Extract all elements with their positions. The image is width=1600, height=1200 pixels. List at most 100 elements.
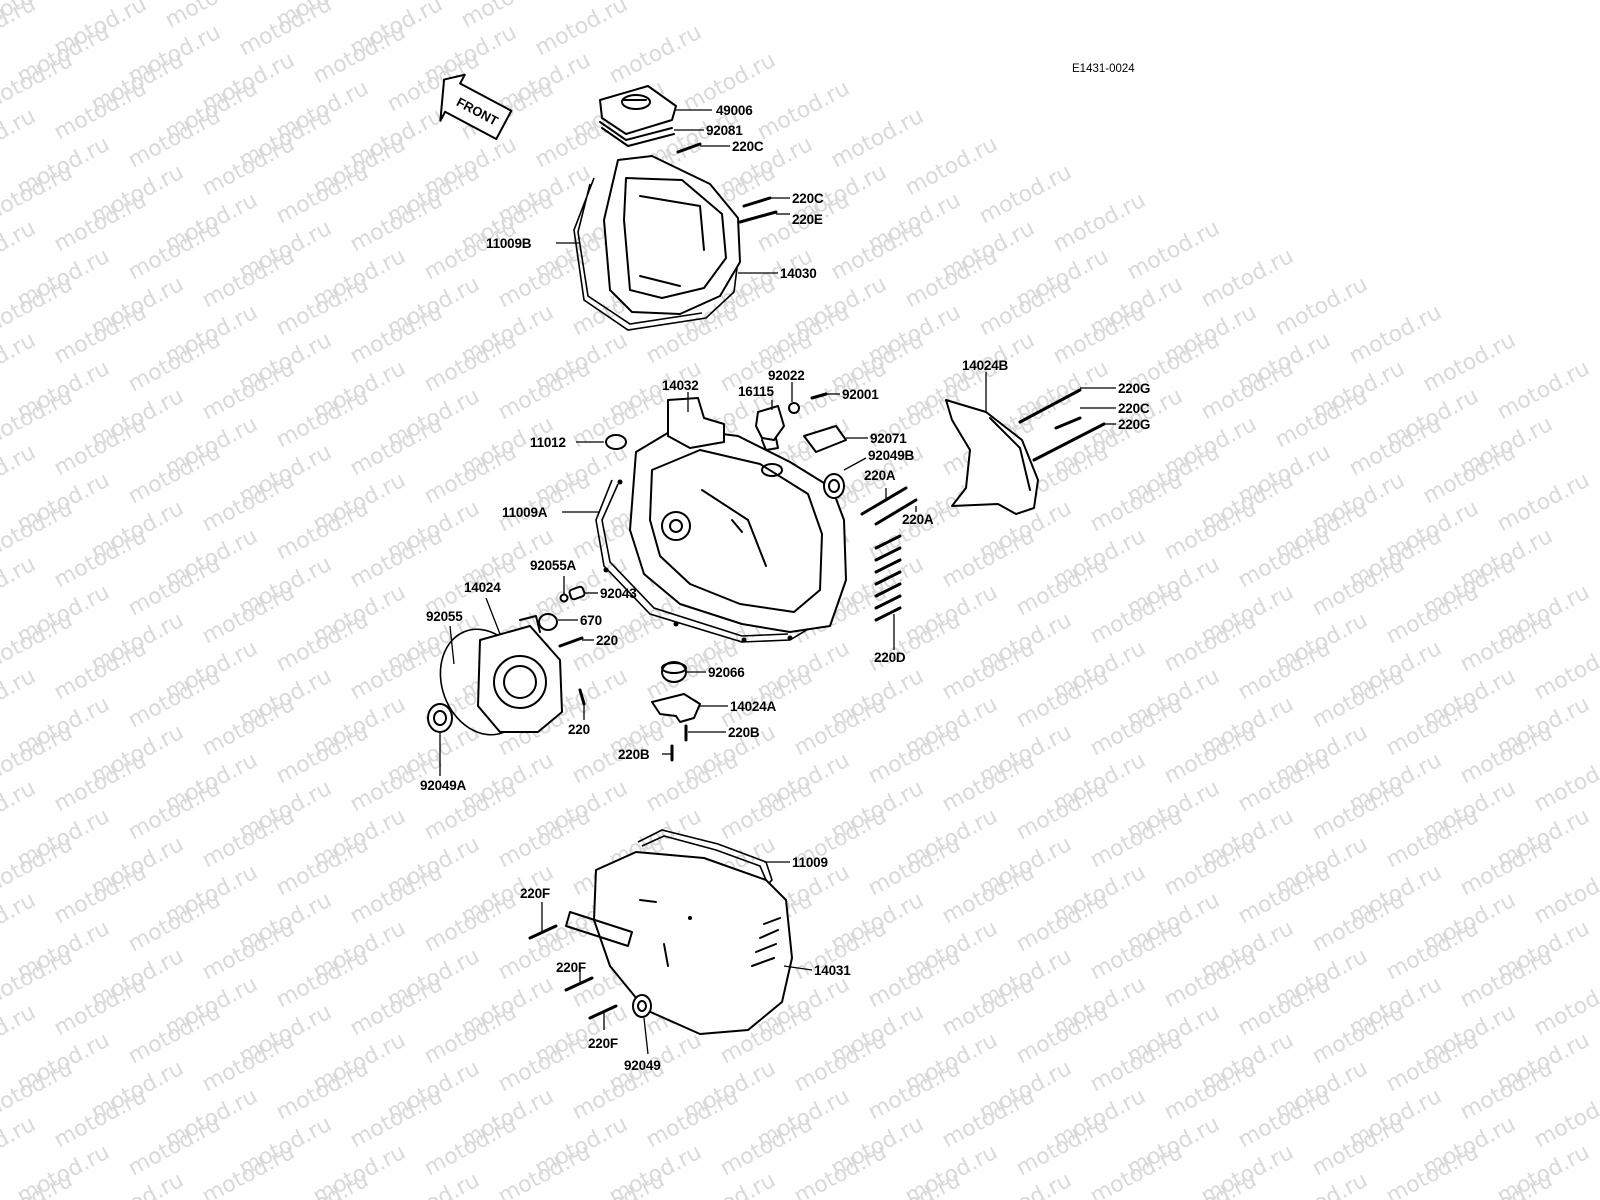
watermark-text: motod.ru (1530, 972, 1600, 1041)
callout-220C-b: 220C (792, 191, 824, 206)
callout-92049A: 92049A (420, 778, 467, 793)
callout-220F-a: 220F (520, 886, 550, 901)
bolt-220-a (558, 636, 584, 648)
watermark-text: motod.ru (790, 1140, 891, 1200)
watermark-text: motod.ru (0, 328, 40, 397)
callout-92049: 92049 (624, 1058, 661, 1073)
cover-14024 (477, 615, 563, 733)
seal-92022 (788, 402, 800, 414)
guard-14032 (667, 397, 725, 449)
callout-14032: 14032 (662, 378, 699, 393)
cover-14031 (565, 851, 793, 1035)
watermark-text: motod.ru (0, 0, 40, 61)
callout-11009A: 11009A (502, 505, 548, 520)
callout-92055: 92055 (426, 609, 463, 624)
watermark-text: motod.ru (0, 440, 40, 509)
seal-92049B (823, 473, 845, 499)
callout-220C-r: 220C (1118, 401, 1150, 416)
bolt-220F-a (528, 924, 558, 940)
cover-14030 (603, 155, 741, 315)
callout-11009: 11009 (792, 855, 828, 870)
collar-92043 (568, 585, 586, 601)
bolts-220D (874, 534, 902, 622)
bolt-220F-b (564, 976, 594, 992)
watermark-text: motod.ru (1530, 1084, 1600, 1153)
callout-14030: 14030 (780, 266, 817, 281)
bolt-220E (738, 210, 778, 224)
bolt-220-b (578, 688, 586, 706)
watermark-text: motod.ru (0, 776, 40, 845)
bracket-14024A (651, 693, 701, 723)
callout-220F-b: 220F (556, 960, 586, 975)
watermark-text: motod.ru (0, 1112, 40, 1181)
watermark-text: motod.ru (0, 216, 40, 285)
callout-220-b: 220 (568, 722, 590, 737)
seal-92081 (599, 121, 675, 147)
front-arrow-icon: FRONT (439, 73, 513, 141)
callout-14024A: 14024A (730, 699, 777, 714)
callout-49006: 49006 (716, 103, 753, 118)
callout-14024B: 14024B (962, 358, 1009, 373)
leader-lines (439, 109, 1116, 1055)
watermark-text: motod.ru (0, 888, 40, 957)
watermark-text: motod.ru (494, 1140, 595, 1200)
damper-92071 (803, 425, 847, 453)
diagram-code: E1431-0024 (1072, 63, 1135, 75)
callout-220F-c: 220F (588, 1036, 618, 1051)
callout-92043: 92043 (600, 586, 637, 601)
cap-16115 (755, 405, 785, 451)
watermark-text: motod.ru (198, 1140, 299, 1200)
callout-220G-b: 220G (1118, 417, 1150, 432)
gasket-11009B (573, 177, 739, 331)
watermark-text: motod.ru (1530, 636, 1600, 705)
bolt-220C-r (1054, 416, 1082, 430)
watermark-text: motod.ru (1086, 1140, 1187, 1200)
seal-92049 (632, 994, 652, 1018)
bolt-220G-a (1018, 388, 1082, 424)
watermark-text: motod.ru (1530, 860, 1600, 929)
callout-11009B: 11009B (486, 236, 532, 251)
callout-92081: 92081 (706, 123, 743, 138)
callout-11012: 11012 (530, 435, 566, 450)
watermark-text: motod.ru (1382, 1140, 1483, 1200)
bolt-92001 (810, 392, 828, 400)
callout-labels: 49006 92081 220C 220C 220E 11009B 14030 … (420, 103, 1150, 1073)
callout-220C-top: 220C (732, 139, 764, 154)
callout-92055A: 92055A (530, 558, 577, 573)
cap-49006 (599, 85, 677, 135)
bolt-220C-b (742, 196, 772, 208)
gasket-11009 (637, 829, 773, 889)
seal-92049A (427, 703, 453, 733)
watermark-text: motod.ru (1530, 748, 1600, 817)
bolt-220C-top (676, 142, 702, 154)
case-14032 (629, 427, 847, 633)
bolt-220A-a (860, 486, 908, 516)
watermark-text: motod.ru (0, 1000, 40, 1069)
callout-670: 670 (580, 613, 602, 628)
callout-220A-b: 220A (902, 512, 934, 527)
cover-14024B (945, 399, 1039, 515)
pin-92055A (559, 593, 569, 603)
callout-14031: 14031 (814, 963, 851, 978)
watermark-text: motod.ru (0, 104, 40, 173)
callout-220A-a: 220A (864, 468, 896, 483)
callout-220G-a: 220G (1118, 381, 1150, 396)
callout-92001: 92001 (842, 387, 879, 402)
oring-670 (538, 613, 558, 631)
bolt-220A-b (874, 498, 918, 526)
callout-220D: 220D (874, 650, 906, 665)
bolt-220F-c (588, 1004, 618, 1020)
callout-220B-b: 220B (618, 747, 650, 762)
callout-92022: 92022 (768, 368, 805, 383)
callout-220-a: 220 (596, 633, 618, 648)
callout-220B-a: 220B (728, 725, 760, 740)
watermark-text: motod.ru (0, 552, 40, 621)
callout-92066: 92066 (708, 665, 745, 680)
callout-16115: 16115 (738, 384, 774, 399)
bush-92066 (661, 661, 687, 683)
bolt-220G-b (1032, 422, 1106, 462)
callout-14024: 14024 (464, 580, 501, 595)
callout-92049B: 92049B (868, 448, 915, 463)
callout-220E: 220E (792, 212, 823, 227)
